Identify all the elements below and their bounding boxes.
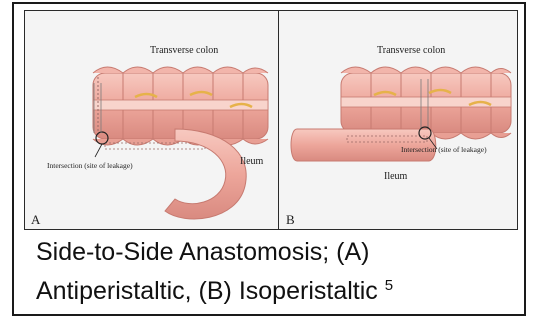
panel-b: Transverse colon Intersection (site of l… xyxy=(279,11,518,229)
panel-a-drawing: Transverse colon Intersection (site of l… xyxy=(25,11,278,230)
anastomosis-illustration: Transverse colon Intersection (site of l… xyxy=(24,10,518,230)
figure-frame: Transverse colon Intersection (site of l… xyxy=(12,2,526,316)
caption-line-2: Antiperistaltic, (B) Isoperistaltic 5 xyxy=(36,269,530,308)
panel-a-ileum-label: Ileum xyxy=(240,156,264,167)
panel-b-intersection-label: Intersection (site of leakage) xyxy=(401,145,487,154)
panel-b-drawing: Transverse colon Intersection (site of l… xyxy=(279,11,518,230)
caption-line-2-text: Antiperistaltic, (B) Isoperistaltic xyxy=(36,277,378,305)
panel-a-colon-label: Transverse colon xyxy=(150,45,218,56)
panel-b-colon-label: Transverse colon xyxy=(377,45,445,56)
caption-reference: 5 xyxy=(385,277,393,294)
panel-b-letter: B xyxy=(286,212,295,227)
figure-caption: Side-to-Side Anastomosis; (A) Antiperist… xyxy=(36,235,530,308)
caption-line-1: Side-to-Side Anastomosis; (A) xyxy=(36,235,530,269)
panel-a-letter: A xyxy=(31,212,41,227)
panel-b-ileum-label: Ileum xyxy=(384,171,408,182)
panel-a: Transverse colon Intersection (site of l… xyxy=(25,11,278,229)
panel-a-intersection-label: Intersection (site of leakage) xyxy=(47,161,133,170)
